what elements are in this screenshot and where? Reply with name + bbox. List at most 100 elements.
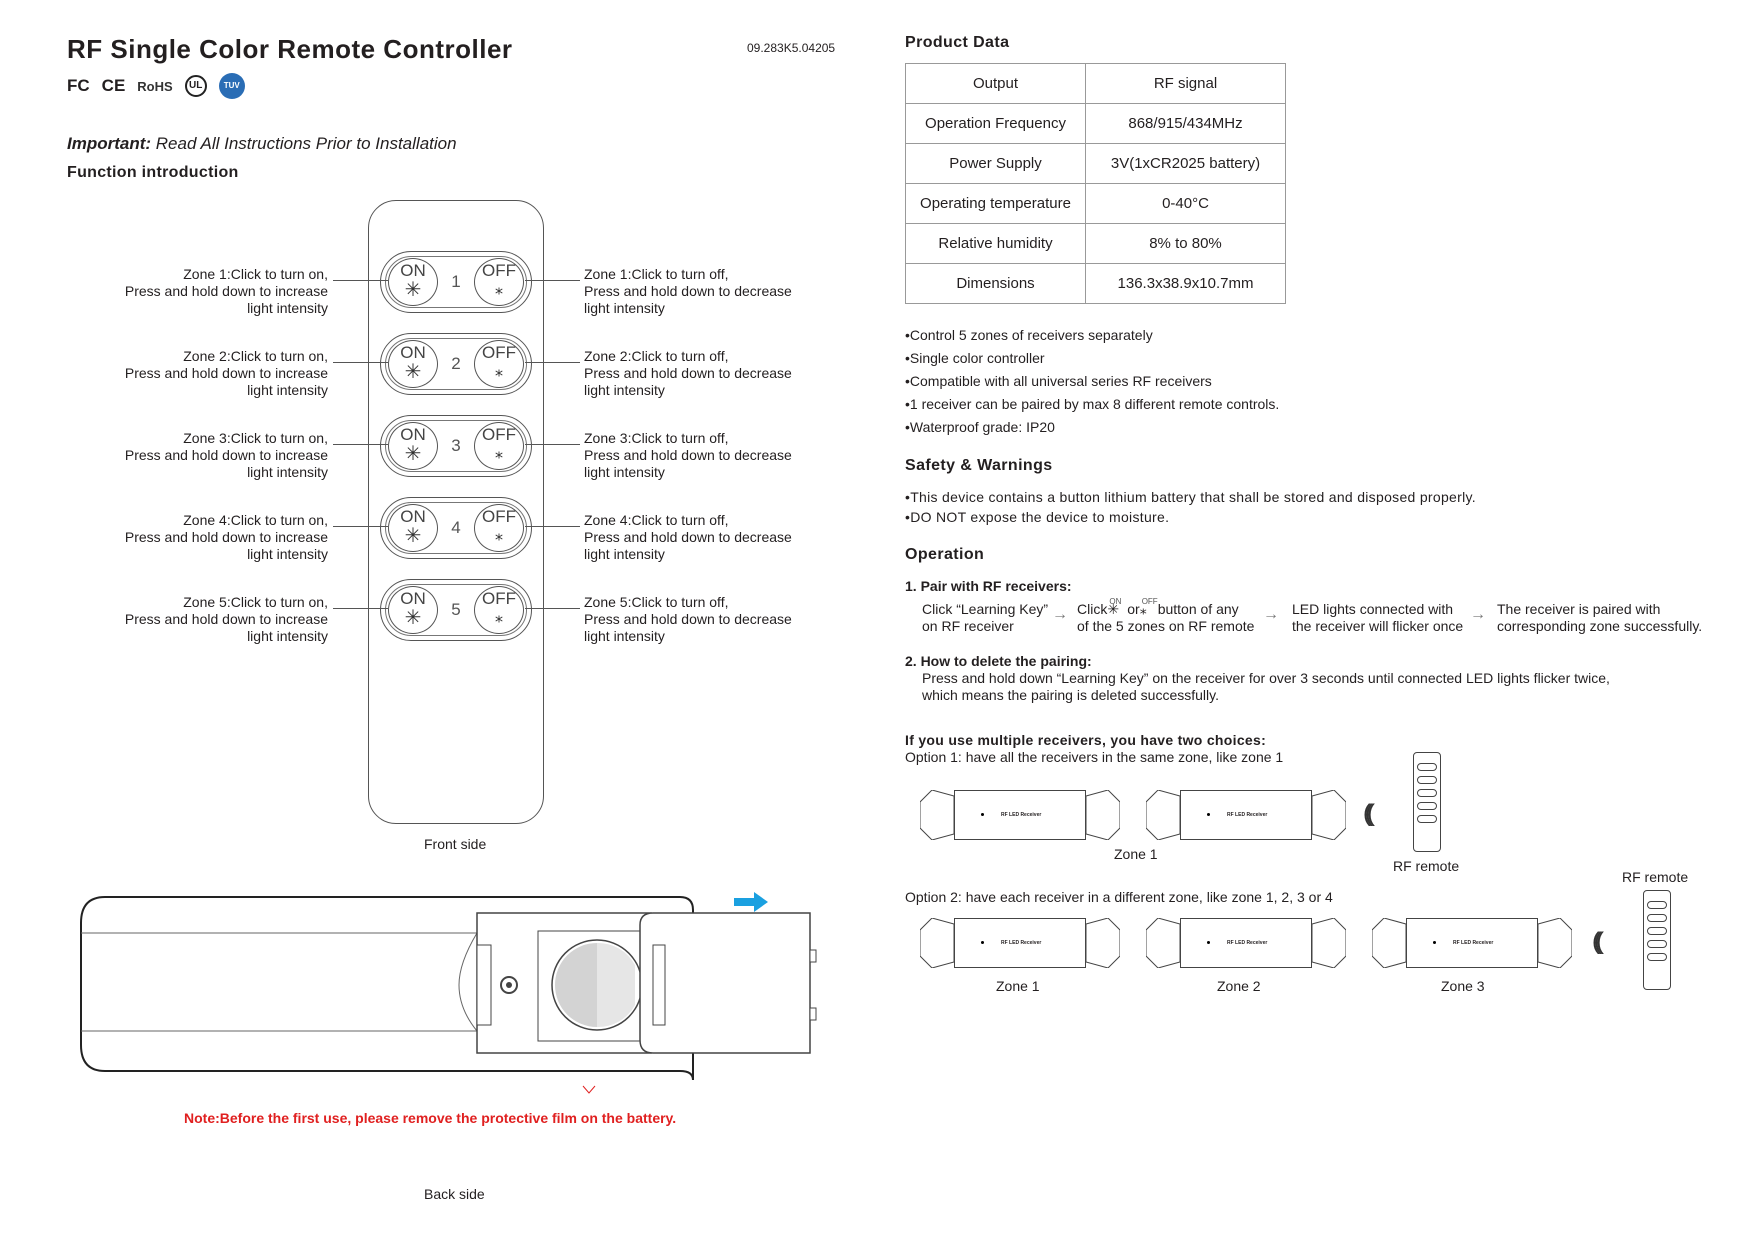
- zone3-label: Zone 3: [1441, 978, 1485, 994]
- slide-direction-arrow: [734, 892, 768, 912]
- certification-logos: FC CE RoHS UL TUV: [67, 73, 245, 99]
- feature-item: Waterproof grade: IP20: [905, 416, 1279, 439]
- leader-line: [525, 444, 580, 445]
- small-star-icon: ⁎: [495, 527, 503, 544]
- small-star-icon: ⁎: [495, 363, 503, 380]
- zone-2-off-description: Zone 2:Click to turn off,Press and hold …: [584, 348, 792, 398]
- zone-4-on-button[interactable]: ON✳: [388, 504, 438, 552]
- zone-1-on-description: Zone 1:Click to turn on,Press and hold d…: [124, 266, 328, 316]
- battery-film-note: Note:Before the first use, please remove…: [184, 1110, 677, 1126]
- small-star-icon: ⁎: [495, 445, 503, 462]
- feature-item: 1 receiver can be paired by max 8 differ…: [905, 393, 1279, 416]
- zone-4-off-description: Zone 4:Click to turn off,Press and hold …: [584, 512, 792, 562]
- zone2-label: Zone 2: [1217, 978, 1261, 994]
- zone-3-off-button[interactable]: OFF⁎: [474, 422, 524, 470]
- multi-receiver-heading: If you use multiple receivers, you have …: [905, 732, 1267, 748]
- spec-value: 868/915/434MHz: [1085, 103, 1286, 144]
- zone-5-off-button[interactable]: OFF⁎: [474, 586, 524, 634]
- star-icon: ✳: [404, 525, 422, 547]
- on-star-icon: ON✳: [1107, 597, 1122, 617]
- zone-2-on-button[interactable]: ON✳: [388, 340, 438, 388]
- safety-heading: Safety & Warnings: [905, 457, 1053, 474]
- zone-1-on-button[interactable]: ON✳: [388, 258, 438, 306]
- important-notice: Important: Read All Instructions Prior t…: [67, 134, 457, 153]
- ul-logo: UL: [184, 75, 207, 97]
- step-arrow-icon: →: [1263, 606, 1279, 623]
- document-code: 09.283K5.04205: [747, 41, 836, 55]
- spec-value: 136.3x38.9x10.7mm: [1085, 263, 1286, 304]
- spec-value: 3V(1xCR2025 battery): [1085, 143, 1286, 184]
- zone-number: 3: [451, 436, 461, 455]
- zone-5-on-description: Zone 5:Click to turn on,Press and hold d…: [124, 594, 328, 644]
- zone-1-off-button[interactable]: OFF⁎: [474, 258, 524, 306]
- spec-value: RF signal: [1085, 63, 1286, 104]
- zone-number: 2: [451, 354, 461, 373]
- leader-line: [525, 608, 580, 609]
- leader-line: [333, 280, 388, 281]
- star-icon: ✳: [404, 607, 422, 629]
- zone-3-on-button[interactable]: ON✳: [388, 422, 438, 470]
- zone1-label: Zone 1: [1114, 846, 1158, 862]
- ce-logo: CE: [101, 76, 126, 95]
- spec-name: Dimensions: [905, 263, 1086, 304]
- rohs-logo: RoHS: [137, 78, 173, 94]
- page-title: RF Single Color Remote Controller: [67, 34, 513, 64]
- product-data-heading: Product Data: [905, 34, 1010, 51]
- zone-1-off-description: Zone 1:Click to turn off,Press and hold …: [584, 266, 792, 316]
- zone-4-on-description: Zone 4:Click to turn on,Press and hold d…: [124, 512, 328, 562]
- spec-name: Operating temperature: [905, 183, 1086, 224]
- pair-heading: 1. Pair with RF receivers:: [905, 578, 1072, 594]
- signal-wave-icon: (((: [1592, 928, 1604, 955]
- zone-number: 4: [451, 518, 461, 537]
- star-icon: ✳: [404, 361, 422, 383]
- small-star-icon: ⁎: [495, 609, 503, 626]
- delete-text: Press and hold down “Learning Key” on th…: [922, 670, 1610, 703]
- leader-line: [525, 280, 580, 281]
- zone-4-button-pair: ON✳ 4 OFF⁎: [380, 497, 532, 559]
- zone-2-off-button[interactable]: OFF⁎: [474, 340, 524, 388]
- option1-text: Option 1: have all the receivers in the …: [905, 749, 1284, 765]
- spec-value: 8% to 80%: [1085, 223, 1286, 264]
- spec-name: Power Supply: [905, 143, 1086, 184]
- rf-remote-icon: [1643, 890, 1671, 990]
- spec-name: Relative humidity: [905, 223, 1086, 264]
- safety-item: This device contains a button lithium ba…: [905, 487, 1476, 507]
- option2-text: Option 2: have each receiver in a differ…: [905, 889, 1333, 905]
- rf-remote-label: RF remote: [1393, 858, 1460, 874]
- back-side-caption: Back side: [424, 1186, 485, 1202]
- delete-heading: 2. How to delete the pairing:: [905, 653, 1092, 669]
- leader-line: [333, 362, 388, 363]
- rf-remote-label: RF remote: [1622, 869, 1689, 885]
- pair-step-1: Click “Learning Key”on RF receiver: [922, 601, 1049, 634]
- zone-5-on-button[interactable]: ON✳: [388, 586, 438, 634]
- safety-item: DO NOT expose the device to moisture.: [905, 507, 1476, 527]
- spec-name: Operation Frequency: [905, 103, 1086, 144]
- zone-2-on-description: Zone 2:Click to turn on,Press and hold d…: [124, 348, 328, 398]
- remote-back-illustration: [80, 892, 817, 1094]
- zone-3-on-description: Zone 3:Click to turn on,Press and hold d…: [124, 430, 328, 480]
- leader-line: [525, 362, 580, 363]
- operation-heading: Operation: [905, 546, 985, 563]
- star-icon: ✳: [404, 279, 422, 301]
- signal-wave-icon: (((: [1363, 800, 1375, 827]
- feature-item: Single color controller: [905, 347, 1279, 370]
- fcc-logo: FC: [67, 76, 90, 95]
- tuv-logo: TUV: [218, 73, 245, 99]
- leader-line: [525, 526, 580, 527]
- step-arrow-icon: →: [1470, 606, 1486, 623]
- star-icon: ✳: [404, 443, 422, 465]
- features-list: Control 5 zones of receivers separatelyS…: [905, 324, 1279, 439]
- leader-line: [333, 444, 388, 445]
- leader-line: [333, 608, 388, 609]
- zone-4-off-button[interactable]: OFF⁎: [474, 504, 524, 552]
- feature-item: Compatible with all universal series RF …: [905, 370, 1279, 393]
- remote-front-body: [368, 200, 544, 824]
